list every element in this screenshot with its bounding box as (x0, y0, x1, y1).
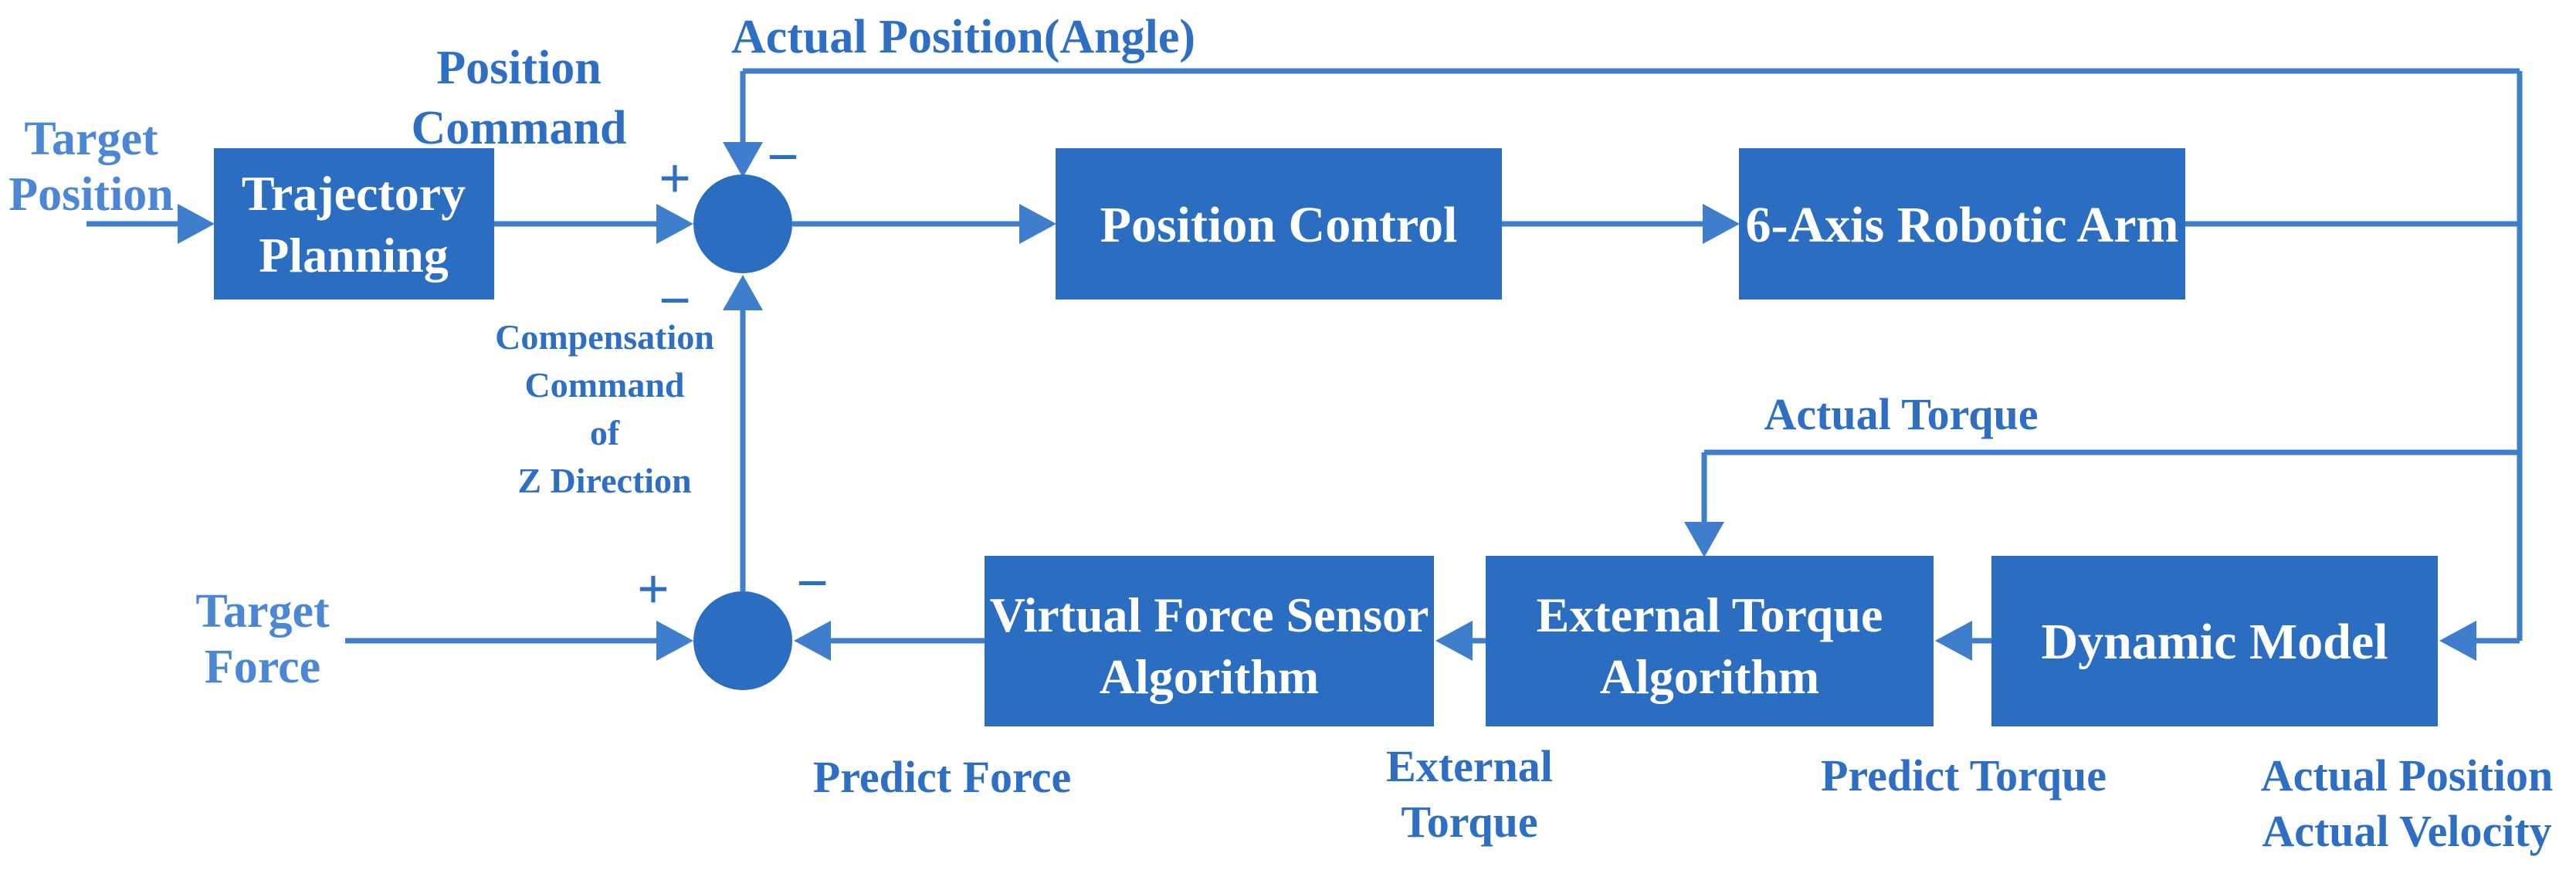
target-force-label-line1: Target (195, 585, 330, 638)
wires (86, 68, 2523, 661)
position-sum-junction (693, 174, 792, 273)
dynamic-to-external-arrowhead (1935, 621, 1972, 661)
position-command-arrowhead (656, 204, 693, 244)
compensation-command-label-line4: Z Direction (517, 461, 691, 500)
actual-position-label: Actual Position (2261, 750, 2554, 801)
compensation-command-label-line3: of (590, 413, 620, 452)
predict-force-label: Predict Force (813, 752, 1071, 802)
force-sum-minus-sign: − (796, 552, 829, 615)
actual-torque-label: Actual Torque (1764, 389, 2038, 439)
compensation-command-label-line2: Command (524, 365, 684, 405)
virtual-force-sensor-box (985, 556, 1434, 726)
dynamic-model-box (1991, 556, 2438, 726)
external-torque-label-line1: External (1386, 741, 1553, 791)
summing-junctions: + − − + − (637, 126, 829, 690)
position-command-label-line1: Position (436, 42, 602, 94)
robotic-arm-label: 6-Axis Robotic Arm (1746, 197, 2179, 253)
actual-position-angle-label: Actual Position(Angle) (731, 11, 1195, 63)
predict-force-arrowhead (794, 621, 831, 661)
target-force-label-line2: Force (205, 641, 320, 693)
position-control-label: Position Control (1100, 197, 1458, 253)
feedback-into-sum1-arrowhead (723, 142, 763, 178)
target-position-arrowhead (178, 204, 215, 244)
compensation-into-sum1-arrowhead (723, 275, 763, 310)
rail-to-dynamic-arrowhead (2439, 621, 2476, 661)
external-torque-label-line2: Torque (1401, 797, 1537, 847)
actual-torque-arrowhead (1684, 522, 1724, 557)
virtual-force-sensor-label-line2: Algorithm (1100, 649, 1319, 704)
control-to-arm-arrowhead (1703, 204, 1740, 244)
position-control-box (1056, 148, 1502, 300)
position-sum-minus-compensation-sign: − (659, 269, 691, 333)
external-to-virtual-arrowhead (1435, 621, 1473, 661)
target-position-label-line2: Position (8, 168, 174, 221)
target-force-arrowhead (656, 621, 693, 661)
predict-torque-label: Predict Torque (1821, 750, 2107, 801)
trajectory-planning-box (214, 148, 494, 300)
blocks: Trajectory Planning Position Control 6-A… (214, 148, 2438, 726)
error-to-position-control-arrowhead (1019, 204, 1056, 244)
robotic-arm-box (1739, 148, 2185, 300)
trajectory-planning-label-line1: Trajectory (242, 166, 466, 221)
trajectory-planning-label-line2: Planning (259, 228, 448, 283)
force-sum-junction (693, 591, 792, 690)
position-command-label-line2: Command (411, 102, 626, 154)
position-sum-minus-feedback-sign: − (767, 126, 799, 189)
virtual-force-sensor-label-line1: Virtual Force Sensor (990, 587, 1429, 642)
target-position-label-line1: Target (24, 113, 158, 165)
dynamic-model-label: Dynamic Model (2041, 614, 2388, 670)
force-sum-plus-sign: + (637, 558, 669, 621)
signal-labels: Target Position Position Command Actual … (8, 11, 2553, 856)
external-torque-algorithm-box (1486, 556, 1934, 726)
actual-velocity-label: Actual Velocity (2262, 806, 2551, 856)
compensation-command-label-line1: Compensation (495, 317, 714, 357)
position-sum-plus-sign: + (659, 147, 691, 211)
external-torque-algorithm-label-line2: Algorithm (1600, 649, 1819, 704)
external-torque-algorithm-label-line1: External Torque (1537, 587, 1883, 642)
